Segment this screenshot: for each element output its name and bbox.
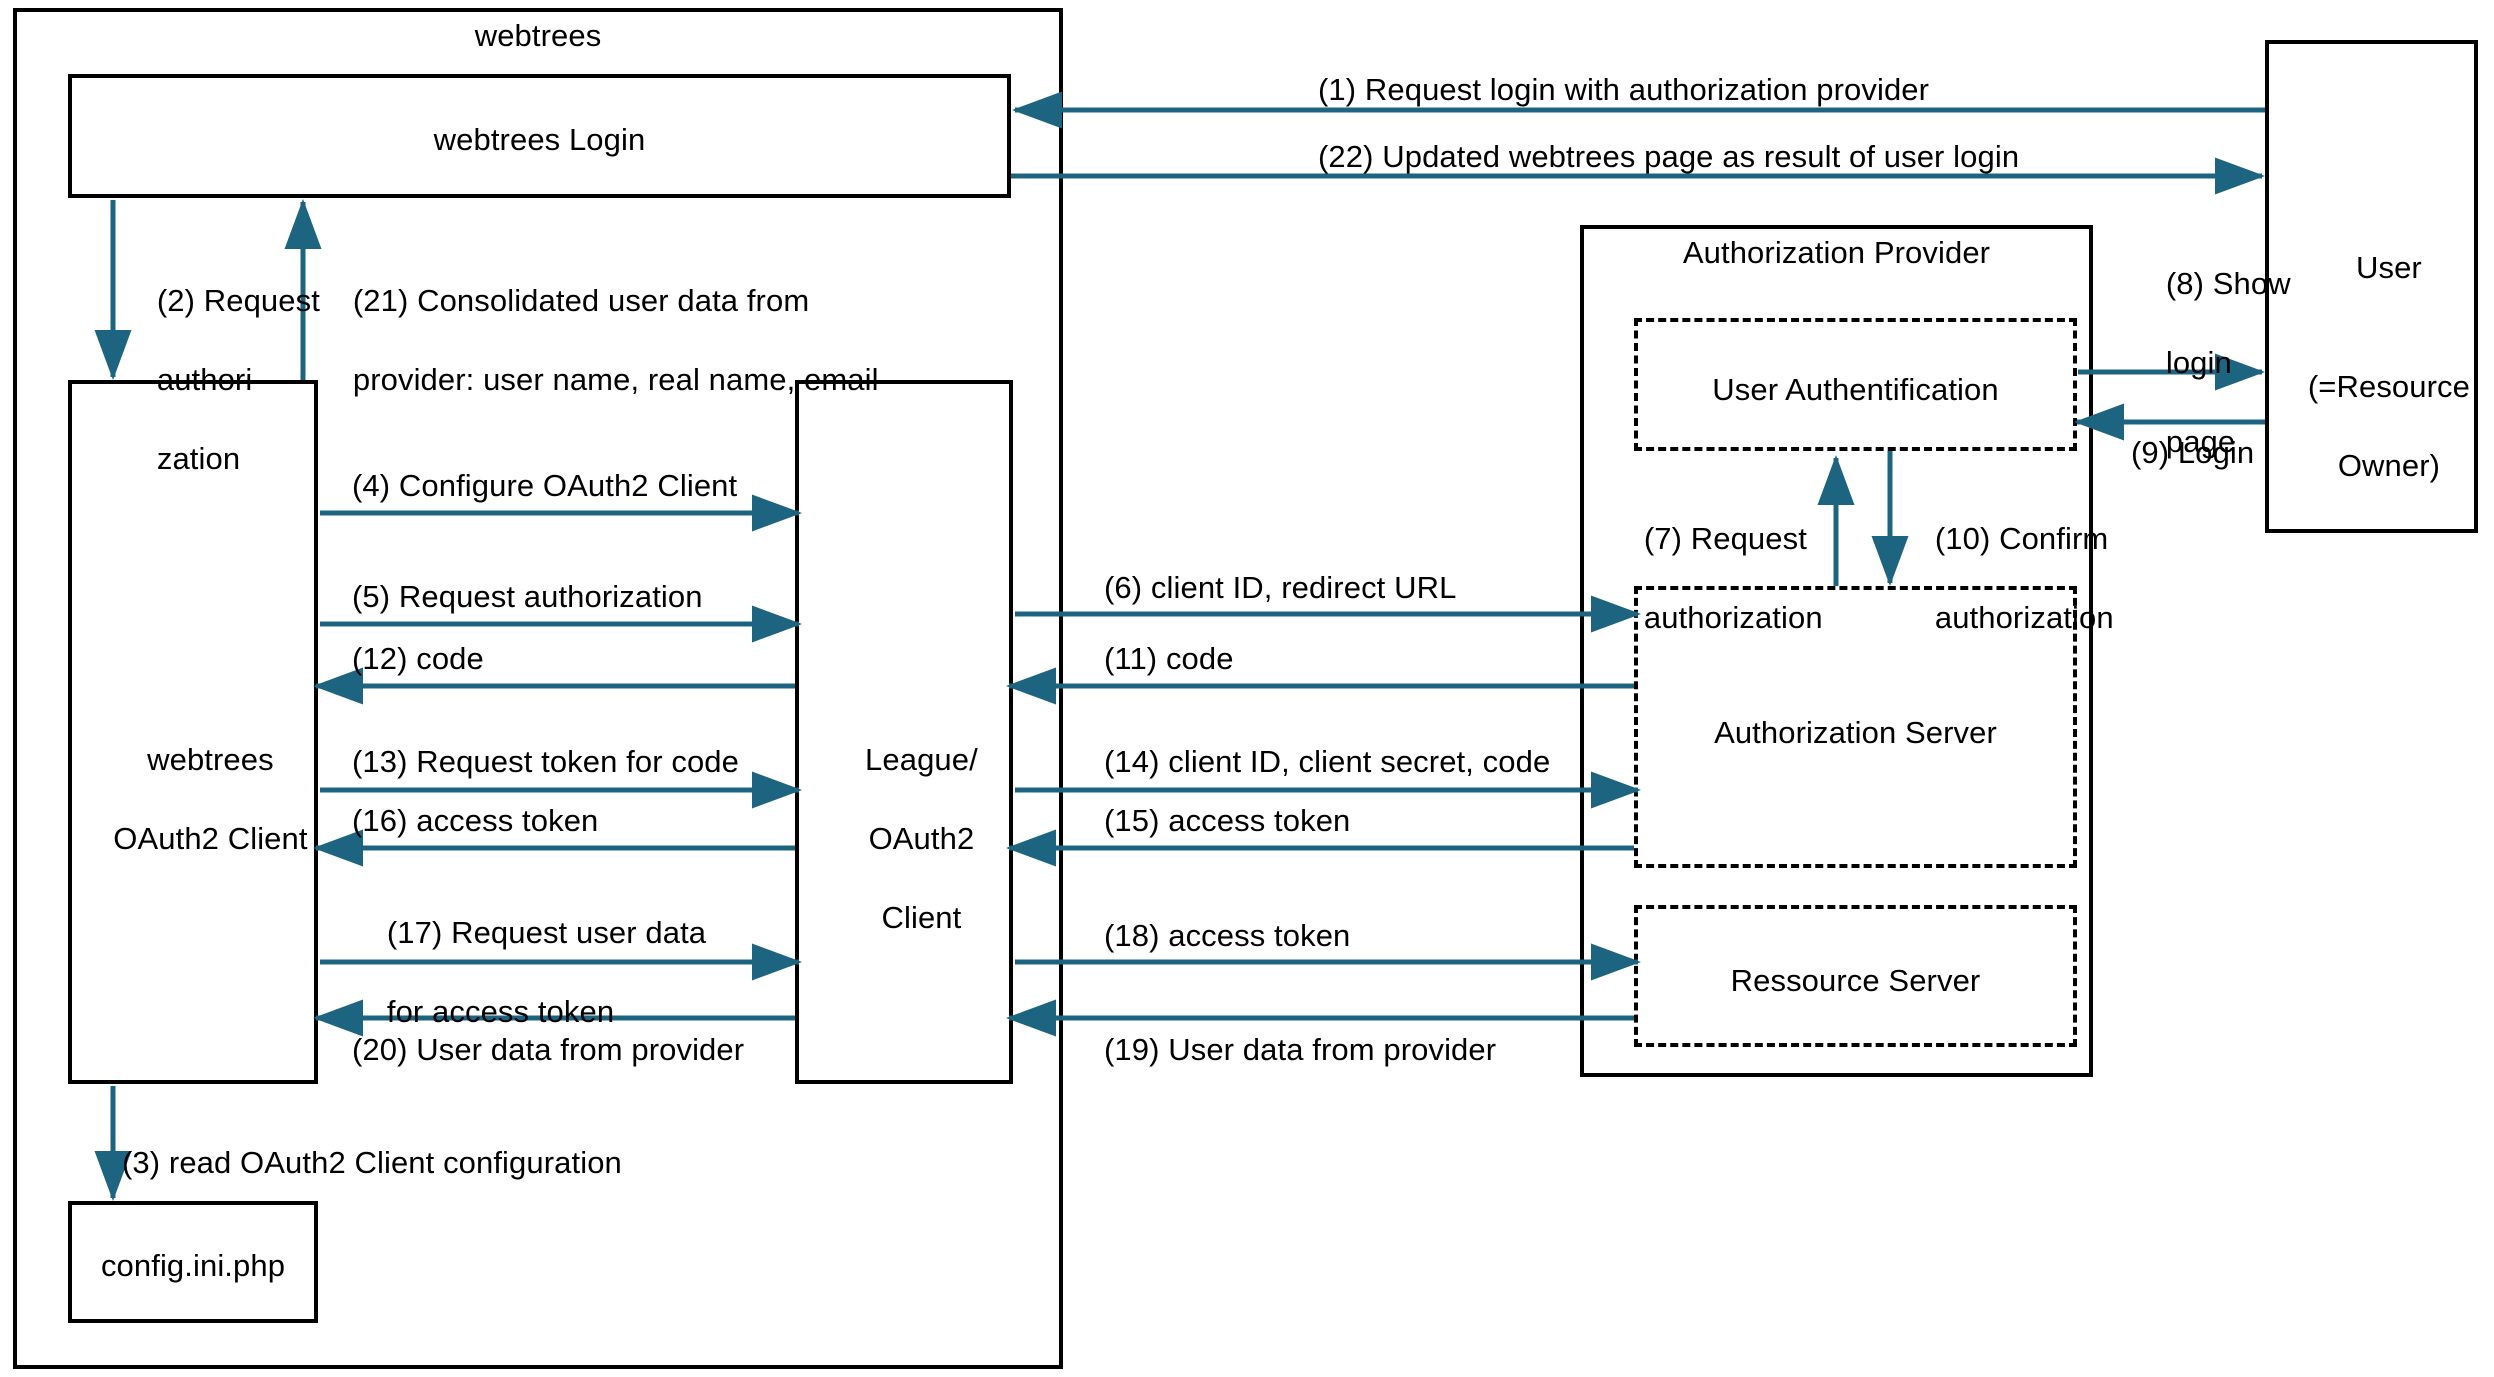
node-league-oauth2-client: [795, 380, 1013, 1084]
arrow-18-label: (18) access token: [1104, 918, 1351, 953]
node-webtrees-oauth2-client-line1: webtrees: [147, 741, 274, 777]
arrow-5-label: (5) Request authorization: [352, 579, 703, 614]
container-webtrees-label: webtrees: [474, 18, 602, 53]
node-webtrees-oauth2-client-line2: OAuth2 Client: [113, 821, 308, 857]
arrow-10-label: (10) Confirm authorization: [1900, 479, 2114, 677]
arrow-7-line2: authorization: [1643, 600, 1823, 636]
node-webtrees-login: [68, 74, 1011, 198]
arrow-2-line1: (2) Request: [156, 282, 320, 318]
arrow-6-label: (6) client ID, redirect URL: [1104, 570, 1457, 605]
arrow-8-line2: login: [2165, 345, 2232, 381]
container-authorization-provider: [1580, 225, 2093, 1077]
arrow-20-label: (20) User data from provider: [352, 1032, 745, 1067]
arrow-11-label: (11) code: [1104, 641, 1234, 676]
arrow-19-label: (19) User data from provider: [1104, 1032, 1497, 1067]
node-user-authentification: [1634, 318, 2077, 451]
arrow-2-line3: zation: [156, 441, 241, 477]
node-user-label: User (=Resource Owner): [2265, 208, 2478, 525]
arrow-7-label: (7) Request authorization: [1609, 479, 1823, 677]
node-league-oauth2-client-label: League/ OAuth2 Client: [795, 700, 1013, 978]
arrow-17-line2: for access token: [386, 994, 615, 1030]
arrow-15-label: (15) access token: [1104, 803, 1351, 838]
node-webtrees-login-label: webtrees Login: [433, 122, 646, 157]
node-user-authentification-label: User Authentification: [1712, 372, 1999, 407]
arrow-8-label: (8) Show login page: [2131, 224, 2291, 502]
container-webtrees: [13, 8, 1063, 1369]
arrow-21-line1: (21) Consolidated user data from: [352, 282, 810, 318]
node-authorization-server: [1634, 586, 2077, 868]
node-authorization-server-label: Authorization Server: [1714, 715, 1997, 750]
arrow-21-line2: provider: user name, real name, email: [352, 362, 879, 398]
arrow-22-label: (22) Updated webtrees page as result of …: [1318, 139, 2020, 174]
arrow-3-label: (3) read OAuth2 Client configuration: [122, 1145, 622, 1180]
node-config-file-label: config.ini.php: [100, 1248, 286, 1283]
arrow-12-label: (12) code: [352, 641, 484, 676]
arrow-2-line2: authori-: [156, 362, 263, 398]
arrow-10-line2: authorization: [1934, 600, 2114, 636]
arrow-4-label: (4) Configure OAuth2 Client: [352, 468, 738, 503]
node-league-oauth2-client-line3: Client: [881, 900, 962, 936]
arrow-2-label: (2) Request authori- zation: [122, 241, 320, 519]
arrow-8-line1: (8) Show: [2165, 265, 2291, 301]
node-webtrees-oauth2-client: [68, 380, 318, 1084]
node-league-oauth2-client-line1: League/: [865, 741, 978, 777]
arrow-7-line1: (7) Request: [1643, 520, 1807, 556]
arrow-16-label: (16) access token: [352, 803, 599, 838]
node-user-line1: User: [2356, 249, 2422, 285]
arrow-17-label: (17) Request user data for access token: [352, 873, 706, 1071]
arrow-17-line1: (17) Request user data: [386, 914, 707, 950]
node-league-oauth2-client-line2: OAuth2: [868, 821, 975, 857]
container-authorization-provider-label: Authorization Provider: [1682, 235, 1991, 270]
arrow-10-line1: (10) Confirm: [1934, 520, 2109, 556]
node-config-file: [68, 1201, 318, 1323]
node-webtrees-oauth2-client-label: webtrees OAuth2 Client: [68, 700, 318, 898]
node-ressource-server-label: Ressource Server: [1730, 963, 1981, 998]
arrow-9-label: (9) Login: [2131, 435, 2255, 470]
node-user-line3: Owner): [2337, 448, 2441, 484]
arrow-14-label: (14) client ID, client secret, code: [1104, 744, 1551, 779]
arrow-21-label: (21) Consolidated user data from provide…: [318, 241, 879, 439]
arrow-1-label: (1) Request login with authorization pro…: [1318, 72, 1930, 107]
node-user-line2: (=Resource: [2307, 368, 2470, 404]
arrow-8-line3: page: [2165, 424, 2236, 460]
node-user: [2265, 40, 2478, 533]
arrow-13-label: (13) Request token for code: [352, 744, 739, 779]
